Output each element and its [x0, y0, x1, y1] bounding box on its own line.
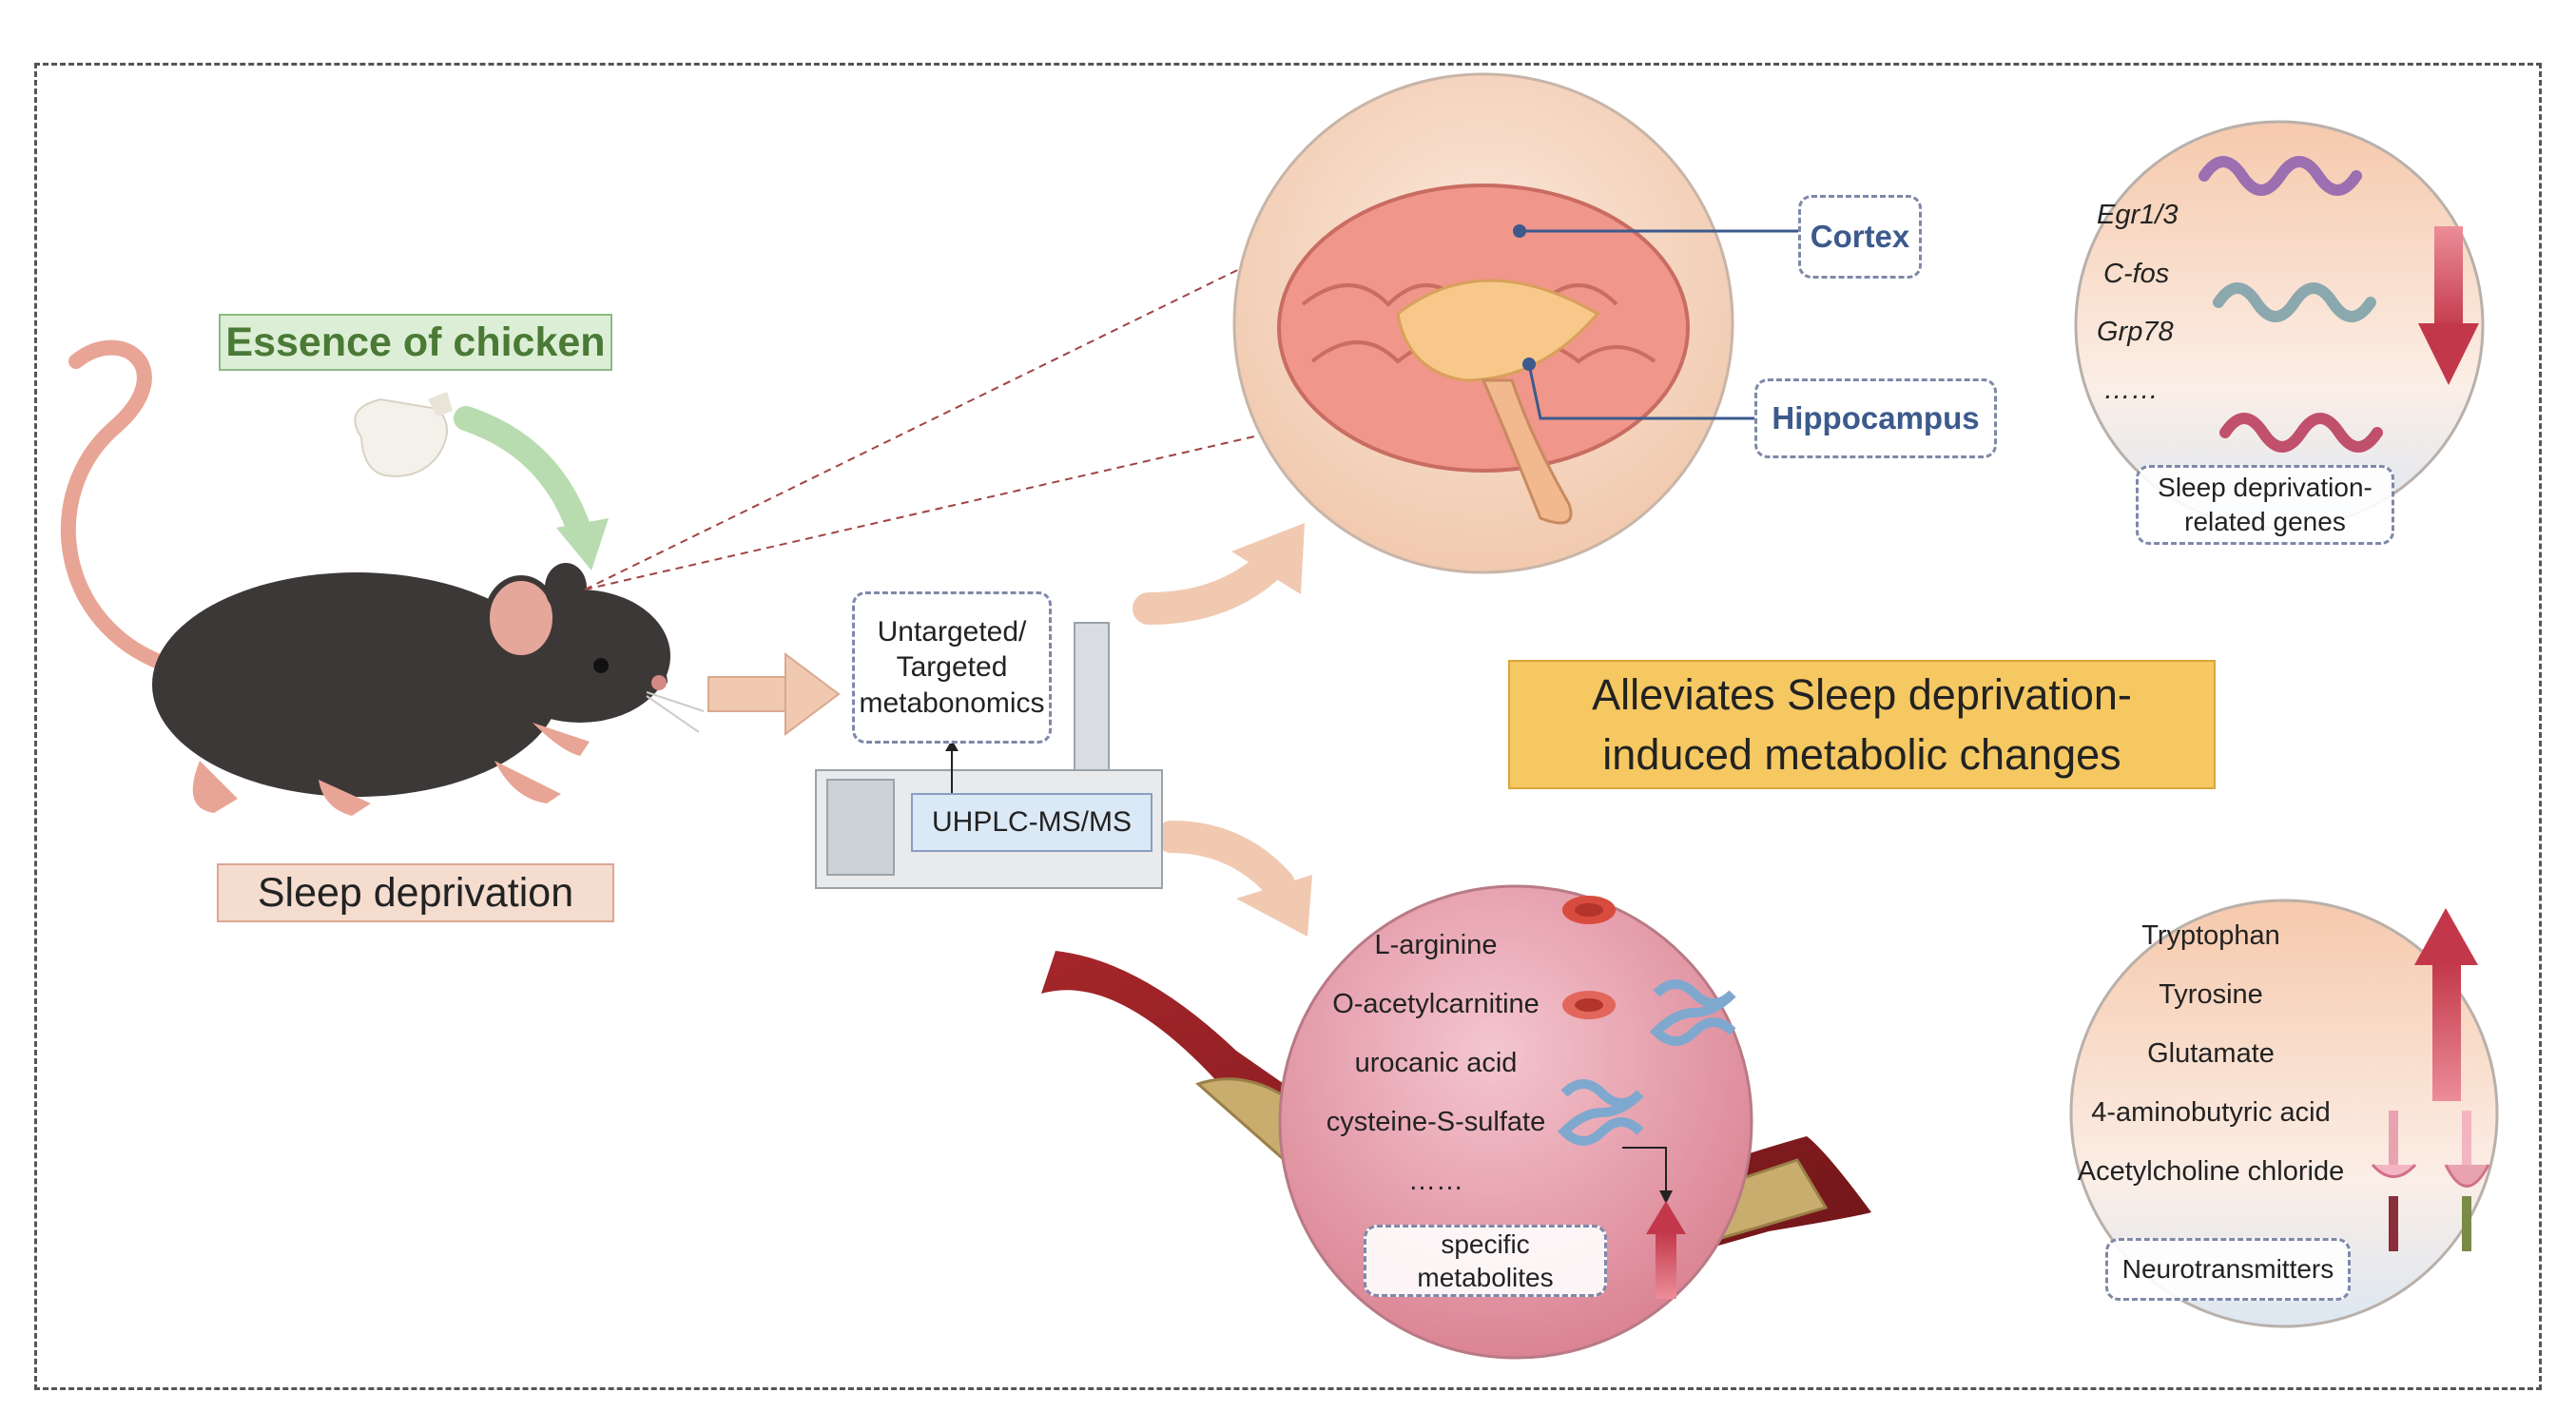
- gene-item: ……: [2103, 375, 2159, 405]
- metabolite-item: O-acetylcarnitine: [1332, 989, 1540, 1019]
- flow-arrow-to-blood: [1155, 821, 1312, 937]
- neurotransmitter-item: Acetylcholine chloride: [2077, 1156, 2345, 1187]
- up-arrow-icon: [1646, 1201, 1686, 1299]
- receptor-icon: [2371, 1111, 2490, 1251]
- uhplc-label: UHPLC-MS/MS: [911, 793, 1152, 852]
- neurotransmitters-caption: Neurotransmitters: [2105, 1238, 2351, 1301]
- neurotransmitter-item: Tryptophan: [2141, 920, 2280, 951]
- gene-item: C-fos: [2103, 259, 2170, 289]
- gene-item: Grp78: [2097, 317, 2174, 347]
- neurotransmitters-circle: [2069, 899, 2499, 1328]
- metabolite-item: cysteine-S-sulfate: [1326, 1107, 1546, 1137]
- hippocampus-label: Hippocampus: [1754, 378, 1997, 458]
- specific-metabolites-caption: specific metabolites: [1364, 1225, 1607, 1297]
- flow-arrow-right: [707, 652, 841, 736]
- metabolite-item: ……: [1408, 1166, 1463, 1196]
- zoom-line-bottom: [584, 429, 1285, 590]
- diagram-frame: [34, 63, 2542, 1390]
- rat-illustration: [60, 339, 705, 816]
- zoom-line-top: [584, 256, 1266, 590]
- essence-of-chicken-label: Essence of chicken: [219, 314, 612, 371]
- metabolite-item: L-arginine: [1374, 930, 1498, 960]
- outcome-banner: Alleviates Sleep deprivation- induced me…: [1508, 660, 2216, 789]
- neurotransmitter-item: 4-aminobutyric acid: [2091, 1097, 2331, 1128]
- protein-icon: [1557, 979, 1736, 1146]
- sleep-genes-caption: Sleep deprivation- related genes: [2136, 465, 2394, 545]
- metabonomics-method-label: Untargeted/ Targeted metabonomics: [852, 591, 1052, 744]
- flow-arrow-to-brain: [1133, 523, 1305, 625]
- neurotransmitter-item: Glutamate: [2147, 1038, 2275, 1069]
- up-arrow-icon: [2414, 908, 2478, 1101]
- down-arrow-icon: [2418, 226, 2479, 385]
- chicken-essence-bottle: [354, 392, 453, 477]
- gene-item: Egr1/3: [2097, 200, 2179, 230]
- genes-circle: [2074, 120, 2485, 531]
- sleep-deprivation-label: Sleep deprivation: [217, 863, 614, 922]
- cortex-label: Cortex: [1798, 195, 1922, 279]
- brain-circle: [1232, 72, 1798, 574]
- metabolite-item: urocanic acid: [1354, 1048, 1518, 1078]
- neurotransmitter-item: Tyrosine: [2159, 979, 2263, 1010]
- green-curved-arrow: [454, 406, 609, 571]
